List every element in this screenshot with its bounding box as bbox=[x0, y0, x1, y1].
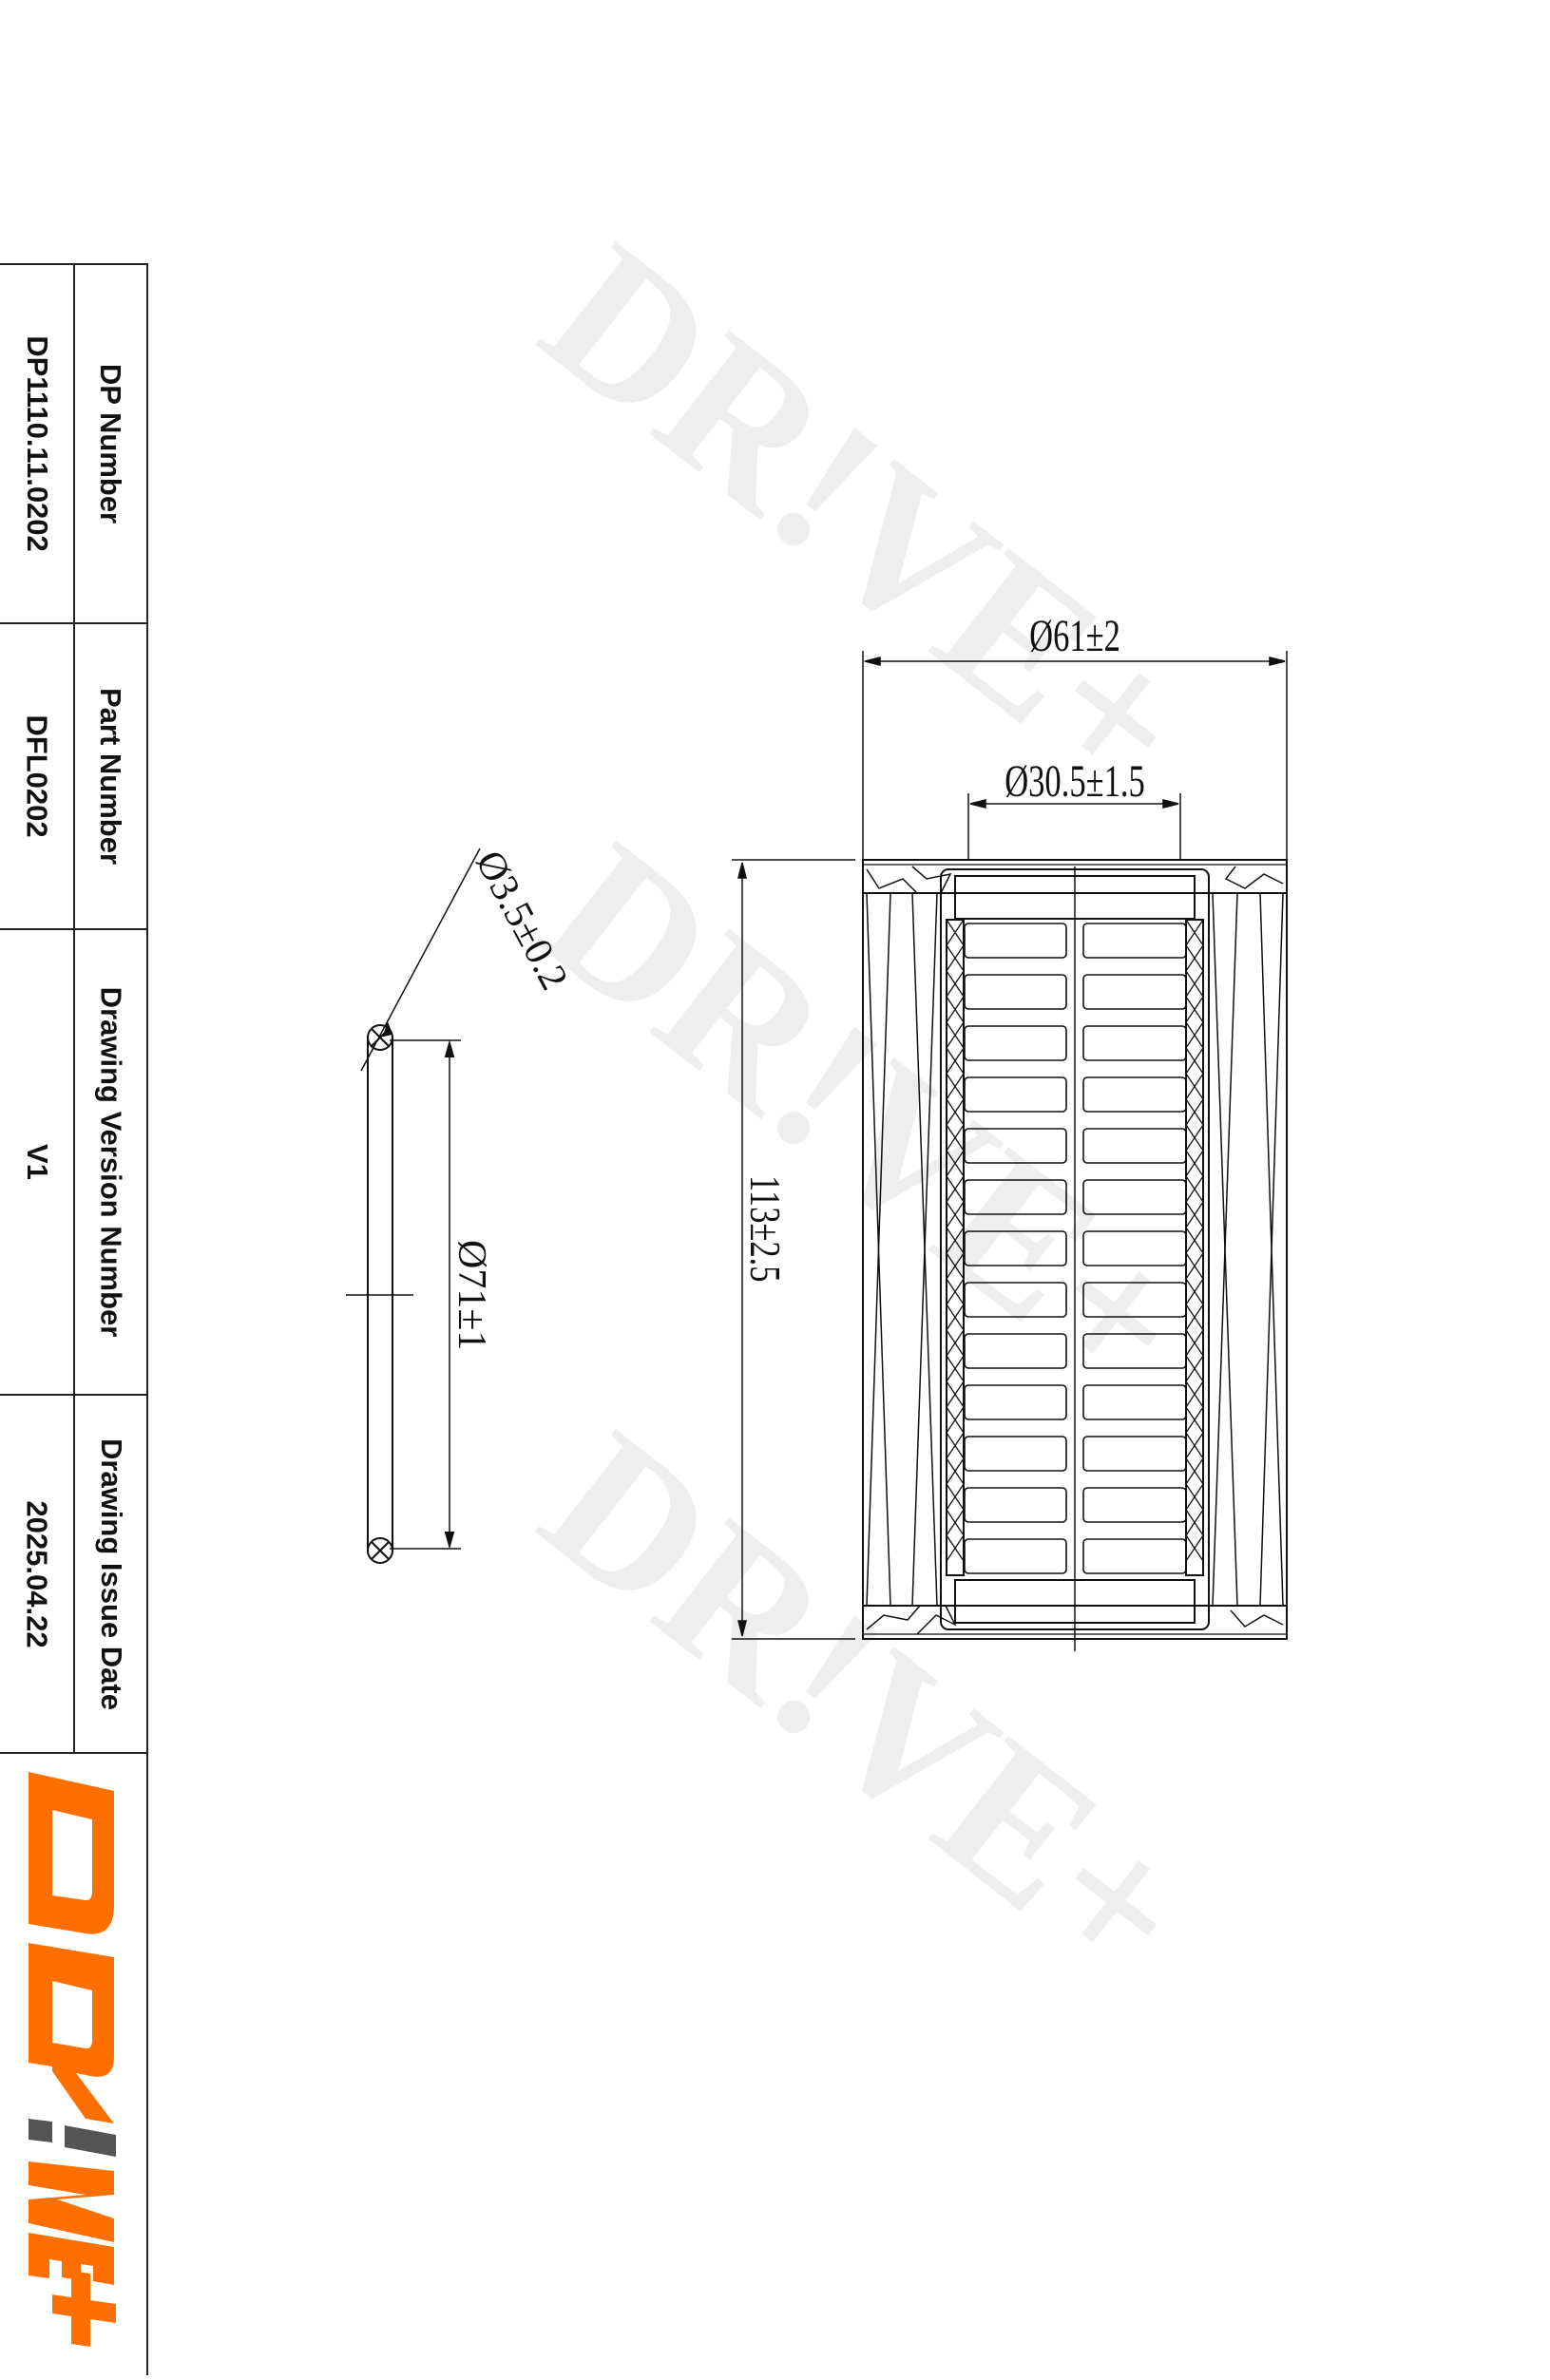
height-label: 113±2.5 bbox=[741, 1175, 790, 1282]
o-ring-cross-section-dim: Ø3.5±0.2 bbox=[467, 844, 576, 997]
title-block-column-divider bbox=[73, 263, 75, 1753]
filter-slots bbox=[964, 923, 1187, 1574]
row-divider bbox=[0, 928, 148, 930]
inner-diameter-label: Ø30.5±1.5 bbox=[1005, 757, 1145, 808]
drive-logo-icon bbox=[29, 1772, 116, 2347]
hatch-left bbox=[946, 919, 965, 1562]
brand-logo bbox=[0, 1753, 148, 2375]
o-ring-diameter-dim: Ø71±1 bbox=[450, 1240, 493, 1350]
inner-diameter-dimension bbox=[967, 793, 1181, 860]
o-ring-view bbox=[346, 847, 481, 1564]
row-divider bbox=[0, 622, 148, 624]
hatch-right bbox=[1185, 919, 1204, 1562]
row-divider bbox=[0, 1394, 148, 1396]
filter-element-view bbox=[862, 859, 1288, 1651]
title-block-border-right bbox=[146, 263, 148, 2375]
row-divider bbox=[0, 1752, 148, 1754]
title-block: DP Number DP1110.11.0202 Part Number DFL… bbox=[0, 263, 148, 2375]
height-dimension bbox=[732, 859, 855, 1640]
outer-diameter-dimension bbox=[862, 651, 1288, 860]
outer-diameter-label: Ø61±2 bbox=[1029, 612, 1120, 662]
